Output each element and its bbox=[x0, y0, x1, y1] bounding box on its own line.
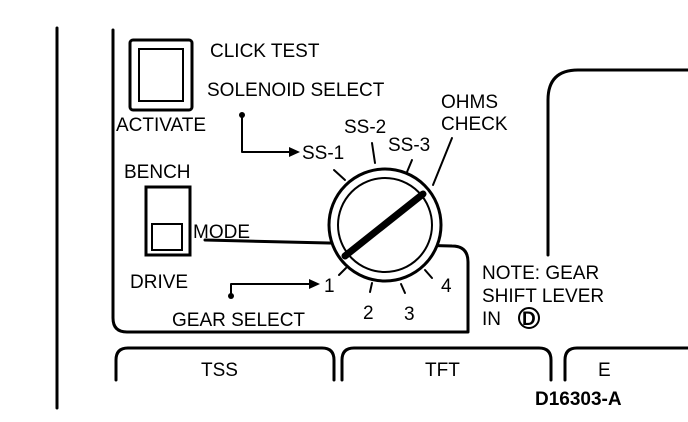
dial-label-ss2: SS-2 bbox=[344, 117, 386, 138]
note-panel-outline bbox=[546, 68, 688, 257]
dial-label-g2: 2 bbox=[363, 303, 374, 324]
solenoid-leader-line bbox=[241, 114, 293, 153]
tick-g3 bbox=[400, 283, 406, 294]
panel-outline bbox=[111, 28, 470, 334]
dial-label-g1: 1 bbox=[324, 276, 335, 297]
bench-label: BENCH bbox=[124, 162, 191, 183]
gear-select-leader-line bbox=[230, 283, 313, 297]
tick-ohms bbox=[432, 137, 453, 186]
activate-label: ACTIVATE bbox=[116, 115, 206, 136]
tick-g1 bbox=[338, 267, 347, 276]
dial-label-g4: 4 bbox=[441, 276, 452, 297]
dial-inner-ring bbox=[337, 177, 433, 273]
activate-button[interactable] bbox=[128, 38, 194, 112]
activate-button-inner bbox=[138, 48, 184, 102]
mode-label: MODE bbox=[193, 222, 250, 243]
drive-label: DRIVE bbox=[130, 272, 188, 293]
drive-gear-symbol: D bbox=[522, 309, 536, 330]
tick-ss1 bbox=[333, 169, 346, 181]
dial-label-ss1: SS-1 bbox=[302, 143, 344, 164]
gear-select-leader-arrowhead bbox=[309, 279, 320, 289]
dial-pointer-slot bbox=[341, 190, 427, 260]
tab-tft-label: TFT bbox=[425, 360, 460, 381]
figure-id: D16303-A bbox=[535, 389, 622, 410]
mode-switch-lever bbox=[151, 223, 183, 251]
tab-tss-outline bbox=[114, 346, 336, 382]
gear-select-label: GEAR SELECT bbox=[172, 310, 305, 331]
click-test-label: CLICK TEST bbox=[210, 41, 320, 62]
note-line-2: SHIFT LEVER bbox=[482, 286, 604, 307]
gear-select-leader-dot bbox=[228, 293, 234, 299]
tick-ss3 bbox=[406, 159, 413, 173]
dial-label-ss3: SS-3 bbox=[388, 135, 430, 156]
tab-e-label: E bbox=[598, 360, 611, 381]
check-label: CHECK bbox=[441, 114, 508, 135]
ohms-label: OHMS bbox=[441, 92, 498, 113]
tab-tss-label: TSS bbox=[201, 360, 238, 381]
note-line-1: NOTE: GEAR bbox=[482, 263, 599, 284]
tab-tft-outline bbox=[340, 346, 553, 382]
tab-e[interactable]: E bbox=[563, 346, 688, 382]
tab-tss[interactable]: TSS bbox=[114, 346, 336, 382]
dial-label-g3: 3 bbox=[404, 304, 415, 325]
tick-ss2 bbox=[371, 142, 376, 164]
activate-button-outer bbox=[128, 38, 194, 112]
note-line-3: IN bbox=[482, 309, 501, 330]
drive-gear-circle bbox=[518, 307, 540, 329]
selector-dial-knob[interactable] bbox=[327, 167, 443, 283]
solenoid-select-label: SOLENOID SELECT bbox=[207, 80, 385, 101]
tab-tft[interactable]: TFT bbox=[340, 346, 553, 382]
dial-ticks bbox=[333, 137, 453, 294]
tick-g2 bbox=[369, 282, 373, 293]
solenoid-leader-arrowhead bbox=[289, 147, 300, 157]
tab-e-outline bbox=[563, 346, 688, 382]
mode-switch[interactable] bbox=[144, 185, 192, 257]
tick-g4 bbox=[424, 269, 433, 279]
